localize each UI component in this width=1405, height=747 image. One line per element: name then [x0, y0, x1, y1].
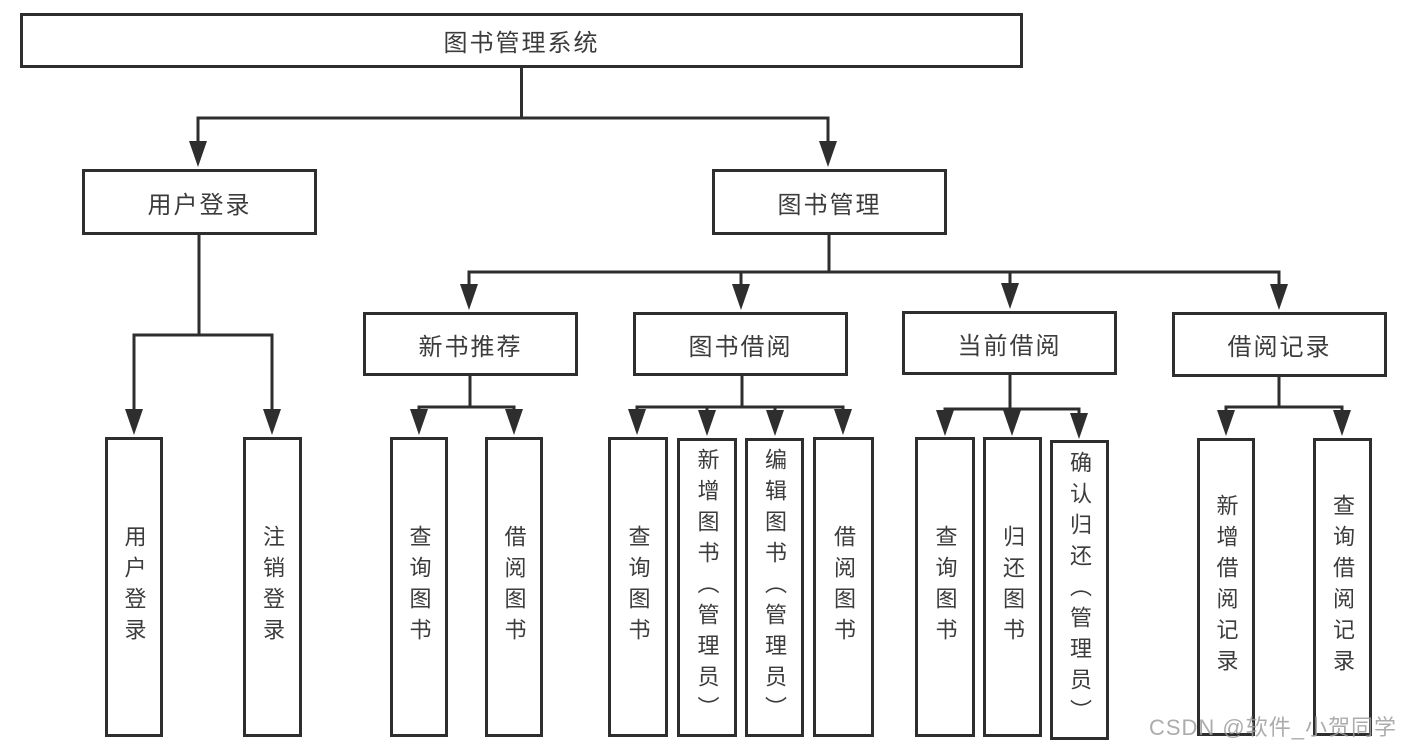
leaf-query-books-borrow-label: 查询图书	[625, 525, 651, 649]
leaf-query-books-borrow: 查询图书	[608, 437, 668, 737]
leaf-query-borrow-record: 查询借阅记录	[1313, 438, 1372, 736]
connector-book-borrow-to-leaves	[628, 374, 852, 436]
node-book-management-label: 图书管理	[777, 191, 882, 219]
leaf-add-book-admin: 新增图书（管理员）	[677, 438, 737, 737]
leaf-logout: 注销登录	[243, 437, 302, 737]
leaf-return-book: 归还图书	[983, 437, 1042, 737]
leaf-add-borrow-record: 新增借阅记录	[1197, 438, 1255, 736]
connector-current-borrow-to-leaves	[936, 373, 1088, 439]
leaf-borrow-books-recommend-label: 借阅图书	[501, 525, 527, 649]
node-book-management: 图书管理	[712, 169, 947, 235]
node-borrow-records-label: 借阅记录	[1227, 334, 1332, 361]
leaf-logout-label: 注销登录	[260, 525, 286, 649]
node-book-borrow: 图书借阅	[633, 312, 848, 376]
leaf-query-books-current: 查询图书	[915, 437, 975, 737]
node-root-label: 图书管理系统	[443, 30, 600, 57]
node-current-borrow-label: 当前借阅	[957, 332, 1062, 360]
leaf-add-borrow-record-label: 新增借阅记录	[1213, 494, 1239, 680]
connector-user-login-to-leaves	[125, 233, 281, 435]
leaf-confirm-return-admin: 确认归还（管理员）	[1050, 440, 1109, 740]
connector-book-management-to-level3	[460, 233, 1288, 310]
leaf-user-login-label: 用户登录	[121, 525, 147, 649]
watermark-text: CSDN @软件_小贺同学	[1148, 715, 1397, 740]
node-root: 图书管理系统	[20, 13, 1023, 68]
node-user-login: 用户登录	[82, 169, 317, 235]
node-current-borrow: 当前借阅	[902, 311, 1117, 375]
leaf-user-login: 用户登录	[105, 437, 163, 737]
connector-root-to-level2	[189, 66, 837, 167]
node-new-book-recommend-label: 新书推荐	[418, 333, 523, 361]
leaf-query-books-recommend-label: 查询图书	[406, 525, 432, 649]
node-book-borrow-label: 图书借阅	[688, 333, 793, 361]
leaf-return-book-label: 归还图书	[1000, 525, 1026, 649]
leaf-edit-book-admin: 编辑图书（管理员）	[745, 438, 804, 737]
leaf-query-books-recommend: 查询图书	[390, 437, 448, 737]
leaf-query-books-current-label: 查询图书	[932, 525, 958, 649]
leaf-add-book-admin-label: 新增图书（管理员）	[694, 448, 720, 727]
leaf-edit-book-admin-label: 编辑图书（管理员）	[762, 448, 788, 727]
leaf-confirm-return-admin-label: 确认归还（管理员）	[1067, 450, 1093, 730]
leaf-borrow-books-recommend: 借阅图书	[485, 437, 543, 737]
node-new-book-recommend: 新书推荐	[363, 312, 578, 376]
leaf-borrow-books: 借阅图书	[813, 437, 874, 737]
connector-new-book-to-leaves	[410, 374, 523, 435]
leaf-query-borrow-record-label: 查询借阅记录	[1330, 494, 1356, 680]
leaf-borrow-books-label: 借阅图书	[831, 525, 857, 649]
node-user-login-label: 用户登录	[147, 191, 252, 219]
connector-borrow-records-to-leaves	[1217, 375, 1351, 436]
node-borrow-records: 借阅记录	[1172, 312, 1387, 377]
